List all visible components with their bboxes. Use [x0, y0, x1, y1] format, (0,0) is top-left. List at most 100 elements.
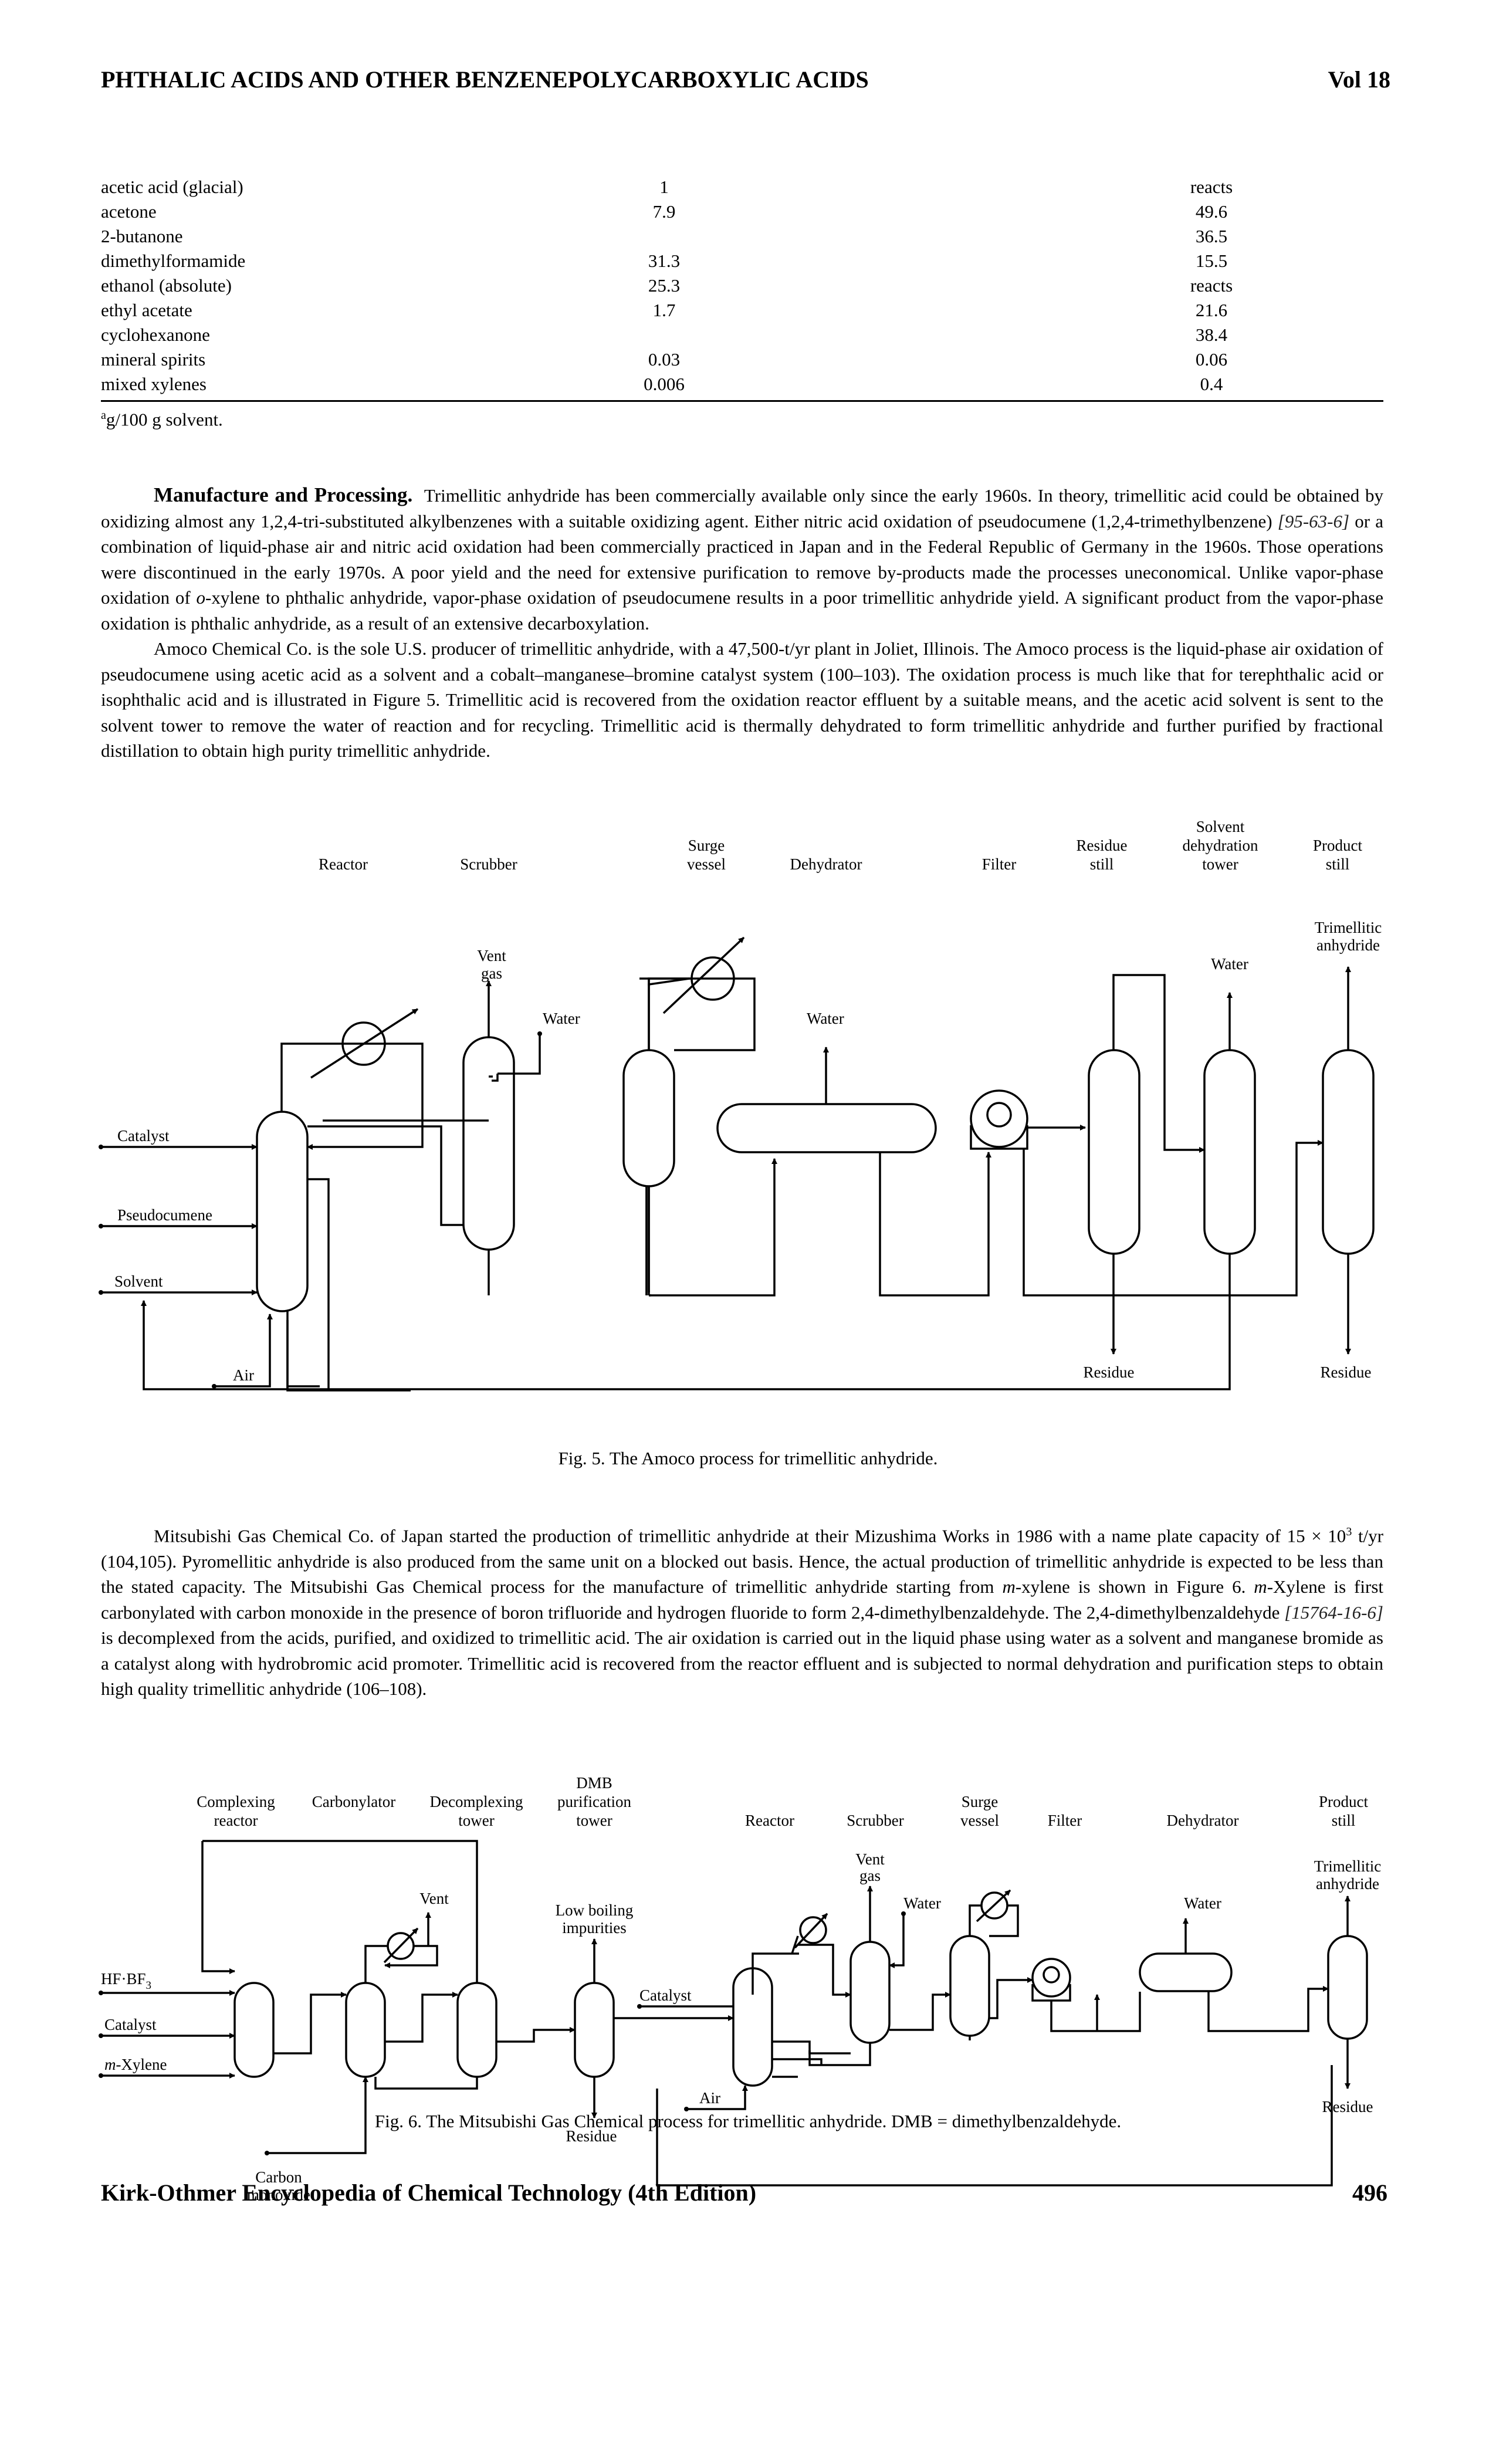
- solvent-name-cell: acetone: [101, 201, 157, 222]
- p3-text-c: -xylene is shown in Figure 6.: [1015, 1576, 1254, 1597]
- solvent-name-cell: dimethylformamide: [101, 251, 246, 271]
- fig6-stream-low-2: impurities: [562, 1919, 627, 1937]
- solvent-name-cell: cyclohexanone: [101, 324, 210, 345]
- solvent-name-cell: ethanol (absolute): [101, 275, 232, 296]
- fig5-residue-still: [1088, 1049, 1140, 1255]
- fig5-label-vessel: vessel: [687, 855, 726, 873]
- paragraph-1: Manufacture and Processing. Trimellitic …: [101, 482, 1383, 636]
- fig6-stream-m-xylene: m-Xylene: [104, 2056, 167, 2073]
- running-header-title: PHTHALIC ACIDS AND OTHER BENZENEPOLYCARB…: [101, 66, 869, 93]
- p3-italic-m1: m: [1002, 1576, 1016, 1597]
- fig6-stream-vent-gas-2: gas: [859, 1867, 881, 1884]
- fig6-label-product-2: still: [1332, 1812, 1356, 1829]
- fig5-stream-water-tower: Water: [1211, 955, 1248, 973]
- fig6-stream-residue-dmb: Residue: [566, 2127, 617, 2145]
- fig5-stream-gas: gas: [481, 964, 502, 982]
- fig5-stream-tma-2: anhydride: [1316, 936, 1380, 954]
- table-row: ethyl acetate 1.7 21.6: [101, 298, 1383, 323]
- section-mitsubishi: Mitsubishi Gas Chemical Co. of Japan sta…: [101, 1519, 1383, 1702]
- value-cell: 21.6: [1195, 300, 1228, 320]
- fig5-label-residue-still-2: still: [1090, 855, 1114, 873]
- fig5-label-solvent-2: dehydration: [1183, 837, 1258, 854]
- fig5-stream-air: Air: [233, 1366, 254, 1384]
- fig5-label-solvent-1: Solvent: [1196, 818, 1245, 835]
- fig6-label-complexing-2: reactor: [214, 1812, 258, 1829]
- footer-title: Kirk-Othmer Encyclopedia of Chemical Tec…: [101, 2179, 757, 2206]
- fig6-surge-vessel: [949, 1935, 990, 2037]
- value-cell: 15.5: [1195, 251, 1228, 271]
- fig6-label-product-1: Product: [1319, 1793, 1368, 1810]
- fig5-filter-base: [970, 1125, 1028, 1150]
- fig5-stream-residue-1: Residue: [1084, 1363, 1135, 1381]
- p1-italic-o: o: [196, 587, 206, 608]
- fig5-dehydrator-drum: [716, 1103, 937, 1153]
- fig6-stream-vent: Vent: [419, 1890, 449, 1907]
- value-cell: 0.06: [1195, 349, 1228, 370]
- fig6-product-still: [1327, 1935, 1368, 2040]
- solvent-name-cell: mixed xylenes: [101, 374, 207, 394]
- fig6-label-carbonylator: Carbonylator: [312, 1793, 395, 1810]
- fig6-label-surge-1: Surge: [962, 1793, 999, 1810]
- fig6-dmb-tower: [574, 1982, 615, 2078]
- fig6-carbonylator: [345, 1982, 386, 2078]
- fig6-label-scrubber: Scrubber: [847, 1812, 903, 1829]
- cas-number-pseudocumene: [95-63-6]: [1277, 510, 1350, 532]
- value-cell: 0.006: [644, 374, 685, 394]
- fig5-stream-catalyst: Catalyst: [117, 1127, 170, 1145]
- value-cell: 1.7: [652, 300, 676, 320]
- value-cell: 49.6: [1195, 201, 1228, 222]
- fig6-stream-tma-1: Trimellitic: [1314, 1857, 1382, 1875]
- solvent-name-cell: mineral spirits: [101, 349, 206, 370]
- paragraph-3: Mitsubishi Gas Chemical Co. of Japan sta…: [101, 1519, 1383, 1702]
- fig6-label-complexing-1: Complexing: [197, 1793, 275, 1810]
- table-footnote: ag/100 g solvent.: [101, 409, 223, 430]
- fig5-filter-inner: [986, 1102, 1012, 1128]
- fig6-stream-vent-gas-1: Vent: [855, 1850, 885, 1868]
- fig5-label-filter: Filter: [982, 855, 1017, 873]
- value-cell: 1: [659, 177, 669, 197]
- fig5-stream-tma-1: Trimellitic: [1315, 919, 1382, 936]
- fig6-stream-catalyst-reactor: Catalyst: [639, 1986, 692, 2004]
- section-manufacture: Manufacture and Processing. Trimellitic …: [101, 482, 1383, 764]
- fig6-label-decomplexing-2: tower: [458, 1812, 494, 1829]
- value-cell: 7.9: [652, 201, 676, 222]
- fig6-stream-air: Air: [699, 2089, 720, 2107]
- fig6-label-dmb-2: purification: [557, 1793, 631, 1810]
- fig5-product-still: [1322, 1049, 1375, 1255]
- value-cell: 25.3: [648, 275, 681, 296]
- fig6-reactor-condenser: [799, 1916, 827, 1944]
- fig6-filter-inner: [1043, 1966, 1060, 1984]
- fig5-label-residue-still-1: Residue: [1077, 837, 1128, 854]
- table-row: mixed xylenes 0.006 0.4: [101, 372, 1383, 397]
- fig5-scrubber-vessel: [462, 1036, 515, 1251]
- p3-italic-m2: m: [1254, 1576, 1267, 1597]
- fig5-filter-outer: [970, 1089, 1028, 1148]
- fig6-label-dmb-1: DMB: [576, 1774, 612, 1792]
- fig5-stream-water-scrubber: Water: [543, 1010, 580, 1027]
- fig6-stream-hfbf3: HF·BF3: [101, 1970, 151, 1992]
- fig6-scrubber: [849, 1941, 891, 2044]
- fig6-label-filter: Filter: [1048, 1812, 1082, 1829]
- figure-6-mitsubishi-flowsheet: Complexing reactor Carbonylator Decomple…: [99, 1774, 1382, 2204]
- value-cell: [465, 323, 864, 347]
- fig5-stream-vent: Vent: [477, 947, 506, 964]
- cas-number-dmb: [15764-16-6]: [1284, 1602, 1383, 1623]
- p1-text-a: Trimellitic anhydride has been commercia…: [101, 485, 1383, 532]
- fig5-label-solvent-3: tower: [1202, 855, 1238, 873]
- table-row: acetone 7.9 49.6: [101, 199, 1383, 224]
- solvent-name-cell: ethyl acetate: [101, 300, 192, 320]
- value-cell: 0.4: [1200, 374, 1223, 394]
- figure-5-caption: Fig. 5. The Amoco process for trimelliti…: [558, 1448, 938, 1468]
- fig6-stream-water-scrubber: Water: [903, 1894, 941, 1912]
- table-bottom-rule: [101, 400, 1383, 402]
- value-cell: [465, 224, 864, 249]
- fig6-complexing-reactor: [233, 1982, 275, 2078]
- solvent-name-cell: 2-butanone: [101, 226, 183, 246]
- fig5-label-product-1: Product: [1313, 837, 1362, 854]
- fig5-surge-vessel: [622, 1049, 675, 1187]
